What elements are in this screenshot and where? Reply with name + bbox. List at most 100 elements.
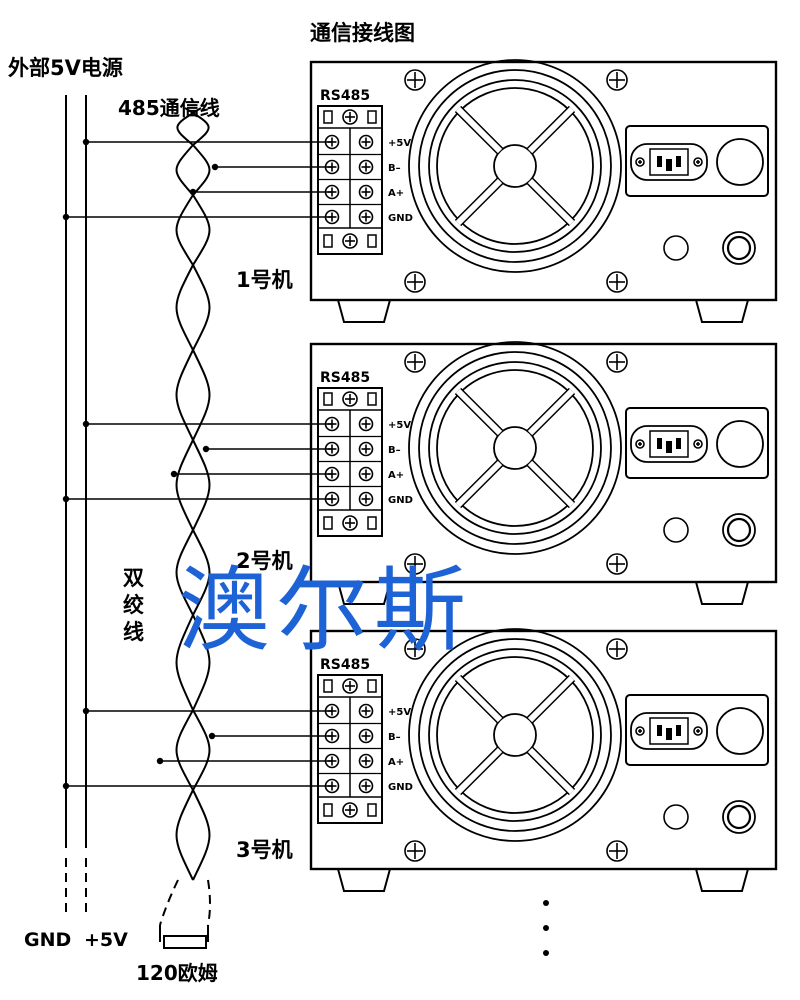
more-units-ellipsis: [543, 900, 549, 956]
indicator-led-icon: [663, 804, 689, 830]
junction-dot: [62, 213, 70, 221]
terminal-screw-icon: [358, 491, 374, 507]
corner-screw-icon: [606, 840, 628, 862]
device-unit-2: RS485 +5V B– A+ GND 2号机: [62, 341, 778, 605]
corner-screw-icon: [404, 840, 426, 862]
screw-icon: [342, 391, 358, 407]
junction-dot: [62, 495, 70, 503]
corner-screw-icon: [404, 69, 426, 91]
power-switch-icon: [716, 138, 764, 186]
terminal-block: [317, 105, 383, 255]
terminal-label-GND: GND: [388, 495, 413, 506]
corner-screw-icon: [606, 638, 628, 660]
junction-dot: [208, 732, 216, 740]
terminal-block: [317, 674, 383, 824]
screw-icon: [693, 726, 703, 736]
plus5v-bottom-label: +5V: [84, 929, 128, 951]
terminal-label-B: B–: [388, 445, 401, 456]
device-unit-1: RS485 +5V B– A+ GND 1号机: [62, 59, 778, 323]
power-switch-icon: [716, 420, 764, 468]
junction-dot: [82, 420, 90, 428]
junction-dot: [202, 445, 210, 453]
fan-grille-icon: [408, 628, 622, 842]
terminal-block: [317, 387, 383, 537]
screw-icon: [635, 726, 645, 736]
junction-dot: [211, 163, 219, 171]
resistor-body: [163, 935, 207, 949]
corner-screw-icon: [606, 351, 628, 373]
ac-inlet-panel: [625, 407, 769, 479]
power-supply-label: 外部5V电源: [8, 56, 123, 80]
terminal-label-B: B–: [388, 732, 401, 743]
terminal-label-A: A+: [388, 757, 404, 768]
terminal-label-5V: +5V: [388, 420, 411, 431]
junction-dot: [82, 138, 90, 146]
terminal-screw-icon: [358, 134, 374, 150]
power-bus: [65, 95, 87, 912]
foot-right: [695, 299, 749, 323]
unit-label-1: 1号机: [236, 268, 293, 292]
corner-screw-icon: [404, 553, 426, 575]
junction-dot: [62, 782, 70, 790]
ac-inlet-panel: [625, 125, 769, 197]
corner-screw-icon: [404, 351, 426, 373]
foot-right: [695, 868, 749, 892]
terminal-label-5V: +5V: [388, 707, 411, 718]
fan-grille-icon: [408, 341, 622, 555]
terminal-screw-icon: [358, 728, 374, 744]
twisted-pair-cable: [175, 107, 211, 881]
terminal-screw-icon: [358, 778, 374, 794]
corner-screw-icon: [606, 69, 628, 91]
termination-resistor: [159, 879, 211, 949]
unit-label-2: 2号机: [236, 549, 293, 573]
terminal-screw-icon: [358, 703, 374, 719]
twisted-wire-b: [175, 107, 211, 881]
rs485-label: RS485: [320, 88, 370, 104]
resistor-label: 120欧姆: [136, 961, 218, 985]
foot-left: [337, 868, 391, 892]
twisted-label-2: 绞: [123, 593, 144, 617]
terminal-screw-icon: [358, 416, 374, 432]
rs485-label: RS485: [320, 657, 370, 673]
rs485-label: RS485: [320, 370, 370, 386]
terminal-label-B: B–: [388, 163, 401, 174]
terminal-label-A: A+: [388, 470, 404, 481]
twisted-label-3: 线: [123, 620, 144, 644]
ac-inlet-panel: [625, 694, 769, 766]
indicator-led-icon: [663, 235, 689, 261]
corner-screw-icon: [404, 638, 426, 660]
corner-screw-icon: [606, 271, 628, 293]
screw-icon: [342, 233, 358, 249]
terminal-screw-icon: [358, 466, 374, 482]
screw-icon: [693, 157, 703, 167]
terminal-label-GND: GND: [388, 782, 413, 793]
gnd-bottom-label: GND: [24, 929, 71, 951]
resistor-lead-right: [207, 879, 211, 926]
indicator-led-icon: [663, 517, 689, 543]
power-switch-icon: [716, 707, 764, 755]
screw-icon: [635, 157, 645, 167]
foot-right: [695, 581, 749, 605]
screw-icon: [342, 802, 358, 818]
terminal-label-A: A+: [388, 188, 404, 199]
screw-icon: [635, 439, 645, 449]
screw-icon: [342, 678, 358, 694]
screw-icon: [342, 515, 358, 531]
junction-dot: [156, 757, 164, 765]
foot-left: [337, 581, 391, 605]
terminal-label-5V: +5V: [388, 138, 411, 149]
corner-screw-icon: [606, 553, 628, 575]
junction-dot: [189, 188, 197, 196]
comm-line-label: 485通信线: [118, 96, 220, 120]
foot-left: [337, 299, 391, 323]
terminal-screw-icon: [358, 209, 374, 225]
screw-icon: [693, 439, 703, 449]
terminal-screw-icon: [358, 753, 374, 769]
diagram-title: 通信接线图: [310, 21, 415, 45]
terminal-screw-icon: [358, 441, 374, 457]
terminal-label-GND: GND: [388, 213, 413, 224]
junction-dot: [170, 470, 178, 478]
watermark: 澳尔斯: [178, 557, 472, 664]
